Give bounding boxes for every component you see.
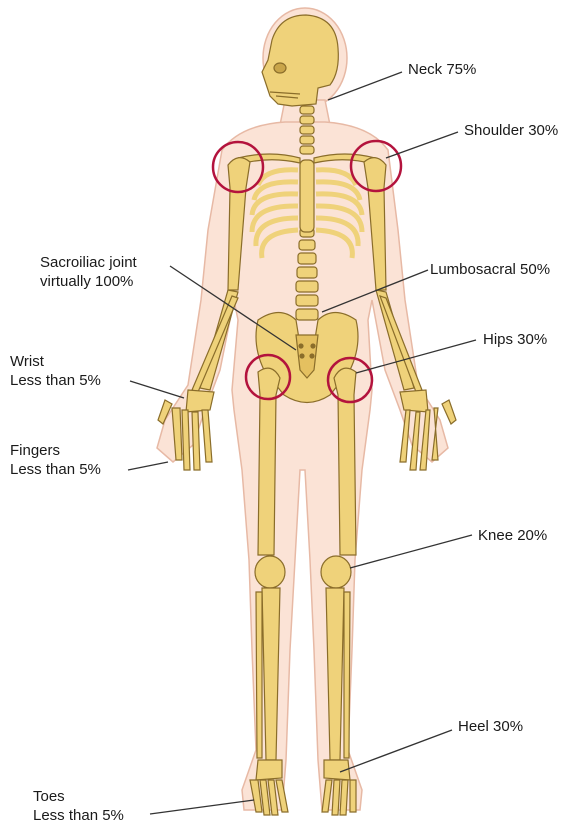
toes-leader — [150, 800, 254, 814]
wrist-leader — [130, 381, 184, 398]
lumbosacral-label: Lumbosacral 50% — [430, 260, 550, 279]
toes-label-line1: Toes — [33, 787, 124, 806]
heel-label: Heel 30% — [458, 717, 523, 736]
knee-label: Knee 20% — [478, 526, 547, 545]
knee-left — [255, 556, 285, 588]
shoulder-leader — [386, 132, 458, 158]
toes-label: Toes Less than 5% — [33, 787, 124, 825]
wrist-label-line2: Less than 5% — [10, 371, 101, 390]
shoulder-label: Shoulder 30% — [464, 121, 558, 140]
fingers-leader — [128, 462, 168, 470]
knee-leader — [350, 535, 472, 568]
neck-label: Neck 75% — [408, 60, 476, 79]
wrist-label: Wrist Less than 5% — [10, 352, 101, 390]
heel-leader — [340, 730, 452, 772]
hips-label: Hips 30% — [483, 330, 547, 349]
toes-label-line2: Less than 5% — [33, 806, 124, 825]
sacroiliac-label-line1: Sacroiliac joint — [40, 253, 137, 272]
fingers-label-line2: Less than 5% — [10, 460, 101, 479]
sacroiliac-label: Sacroiliac joint virtually 100% — [40, 253, 137, 291]
fingers-label: Fingers Less than 5% — [10, 441, 101, 479]
fingers-label-line1: Fingers — [10, 441, 101, 460]
sternum — [300, 160, 314, 232]
knee-right — [321, 556, 351, 588]
wrist-label-line1: Wrist — [10, 352, 101, 371]
sacroiliac-label-line2: virtually 100% — [40, 272, 137, 291]
